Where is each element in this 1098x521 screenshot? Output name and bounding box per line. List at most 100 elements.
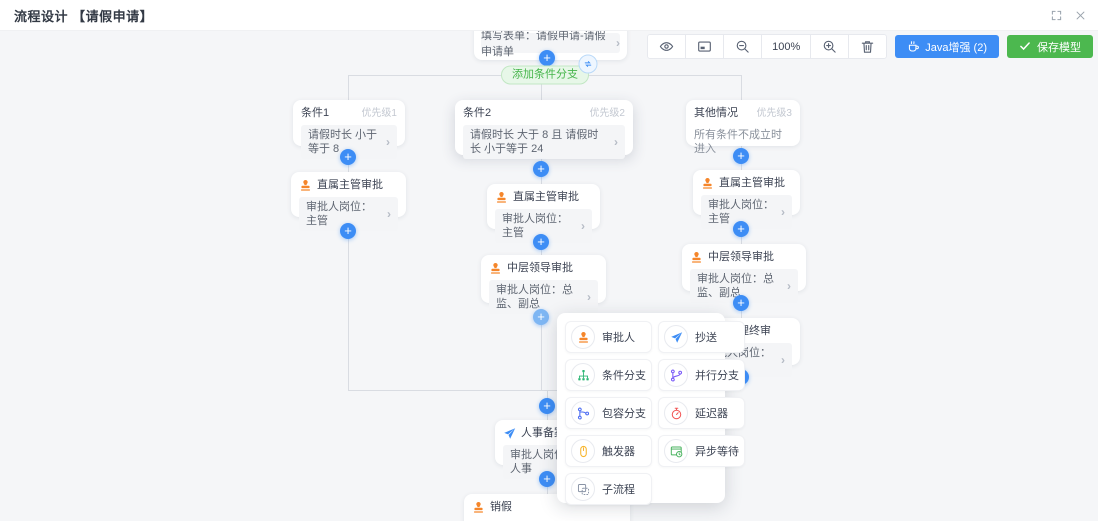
node-title: 人事备案 [521, 427, 565, 439]
stamp-icon [690, 251, 703, 264]
fullscreen-icon[interactable] [1048, 7, 1064, 23]
connector-line [541, 303, 542, 390]
delete-button[interactable] [848, 34, 888, 59]
preview-button[interactable] [647, 34, 687, 59]
popup-item-cc[interactable]: 抄送 [658, 321, 745, 353]
chevron-right-icon [614, 135, 618, 150]
connector-line [741, 75, 742, 100]
node-title: 直属主管审批 [719, 177, 785, 189]
stamp-icon [495, 191, 508, 204]
popup-item-label: 条件分支 [602, 370, 646, 382]
flow-canvas[interactable]: 100% Java增强 (2) 保存模型 [0, 30, 1098, 521]
save-model-label: 保存模型 [1037, 41, 1081, 54]
connector-line [541, 75, 542, 100]
popup-item-inclusive-branch[interactable]: 包容分支 [565, 397, 652, 429]
node-setting: 审批人岗位：总监、副总 [697, 273, 774, 299]
paper-plane-icon [664, 325, 688, 349]
connector-line [348, 217, 349, 390]
zoom-out-button[interactable] [723, 34, 763, 59]
inclusive-branch-icon [571, 401, 595, 425]
close-icon[interactable] [1072, 7, 1088, 23]
connector-line [348, 75, 349, 100]
save-model-button[interactable]: 保存模型 [1007, 35, 1093, 58]
approval-node-middle-leader-right[interactable]: 中层领导审批 审批人岗位：总监、副总 [682, 244, 806, 303]
add-node-button[interactable] [533, 234, 549, 250]
trigger-icon [571, 439, 595, 463]
condition-title: 条件1 [301, 107, 330, 119]
popup-item-label: 异步等待 [695, 446, 739, 458]
node-title: 销假 [490, 501, 512, 513]
popup-item-label: 延迟器 [695, 408, 728, 420]
node-setting: 审批人岗位：主管 [708, 199, 774, 225]
add-node-button-active[interactable] [533, 309, 549, 325]
add-node-button[interactable] [733, 148, 749, 164]
chevron-right-icon [787, 279, 791, 294]
condition-node-2[interactable]: 条件2 优先级2 请假时长 大于 8 且 请假时长 小于等于 24 [455, 100, 633, 159]
node-setting: 审批人岗位：主管 [306, 201, 372, 227]
stamp-icon [489, 262, 502, 275]
zoom-in-button[interactable] [810, 34, 850, 59]
condition-node-1[interactable]: 条件1 优先级1 请假时长 小于等于 8 [293, 100, 405, 159]
add-condition-branch-button[interactable]: 添加条件分支 [501, 65, 589, 85]
fit-view-button[interactable] [685, 34, 725, 59]
add-node-button[interactable] [733, 221, 749, 237]
add-node-button[interactable] [539, 398, 555, 414]
popup-item-label: 并行分支 [695, 370, 739, 382]
chevron-right-icon [781, 353, 785, 368]
add-node-button[interactable] [539, 50, 555, 66]
popup-item-parallel-branch[interactable]: 并行分支 [658, 359, 745, 391]
java-enhance-button[interactable]: Java增强 (2) [895, 35, 999, 58]
add-node-button[interactable] [539, 471, 555, 487]
subprocess-icon [571, 477, 595, 501]
condition-title: 其他情况 [694, 107, 738, 119]
popup-item-approver[interactable]: 审批人 [565, 321, 652, 353]
add-node-button[interactable] [340, 149, 356, 165]
chevron-right-icon [386, 135, 390, 150]
popup-item-async-wait[interactable]: 异步等待 [658, 435, 745, 467]
add-node-button[interactable] [340, 223, 356, 239]
popup-item-delay-timer[interactable]: 延迟器 [658, 397, 745, 429]
check-icon [1019, 40, 1032, 53]
priority-label: 优先级1 [361, 108, 397, 119]
condition-title: 条件2 [463, 107, 492, 119]
swap-branch-badge[interactable] [578, 54, 598, 74]
connector-line [348, 390, 741, 391]
popup-item-trigger[interactable]: 触发器 [565, 435, 652, 467]
java-enhance-label: Java增强 (2) [925, 41, 987, 54]
priority-label: 优先级2 [589, 108, 625, 119]
add-node-button[interactable] [733, 295, 749, 311]
start-node-body[interactable]: 填写表单：请假申请-请假申请单 [481, 30, 620, 58]
chevron-right-icon [587, 290, 591, 305]
condition-node-else[interactable]: 其他情况 优先级3 所有条件不成立时进入 [686, 100, 800, 155]
chevron-right-icon [781, 205, 785, 220]
canvas-toolbar: 100% Java增强 (2) 保存模型 [647, 34, 1093, 59]
approval-node-direct-manager-right[interactable]: 直属主管审批 审批人岗位：主管 [693, 170, 800, 229]
approval-node-middle-leader-mid[interactable]: 中层领导审批 审批人岗位：总监、副总 [481, 255, 606, 314]
stamp-icon [701, 177, 714, 190]
priority-label: 优先级3 [756, 108, 792, 119]
condition-expression: 请假时长 大于 8 且 请假时长 小于等于 24 [470, 129, 599, 155]
popup-item-label: 审批人 [602, 332, 635, 344]
node-setting: 审批人岗位：总监、副总 [496, 284, 573, 310]
popup-item-label: 子流程 [602, 484, 635, 496]
stamp-icon [571, 325, 595, 349]
node-title: 直属主管审批 [317, 179, 383, 191]
approval-node-direct-manager-left[interactable]: 直属主管审批 审批人岗位：主管 [291, 172, 406, 231]
popup-item-subprocess[interactable]: 子流程 [565, 473, 652, 505]
start-node[interactable]: 填写表单：请假申请-请假申请单 [474, 30, 627, 60]
chevron-right-icon [581, 219, 585, 234]
popup-item-label: 包容分支 [602, 408, 646, 420]
chevron-right-icon [387, 207, 391, 222]
java-cup-icon [907, 40, 920, 53]
approval-node-direct-manager-mid[interactable]: 直属主管审批 审批人岗位：主管 [487, 184, 600, 243]
popup-item-label: 触发器 [602, 446, 635, 458]
condition-expression: 所有条件不成立时进入 [694, 129, 782, 155]
popup-item-condition-branch[interactable]: 条件分支 [565, 359, 652, 391]
start-node-text: 填写表单：请假申请-请假申请单 [481, 30, 606, 58]
add-node-button[interactable] [533, 161, 549, 177]
node-title: 中层领导审批 [708, 251, 774, 263]
timer-icon [664, 401, 688, 425]
condition-expression: 请假时长 小于等于 8 [308, 129, 378, 155]
parallel-branch-icon [664, 363, 688, 387]
